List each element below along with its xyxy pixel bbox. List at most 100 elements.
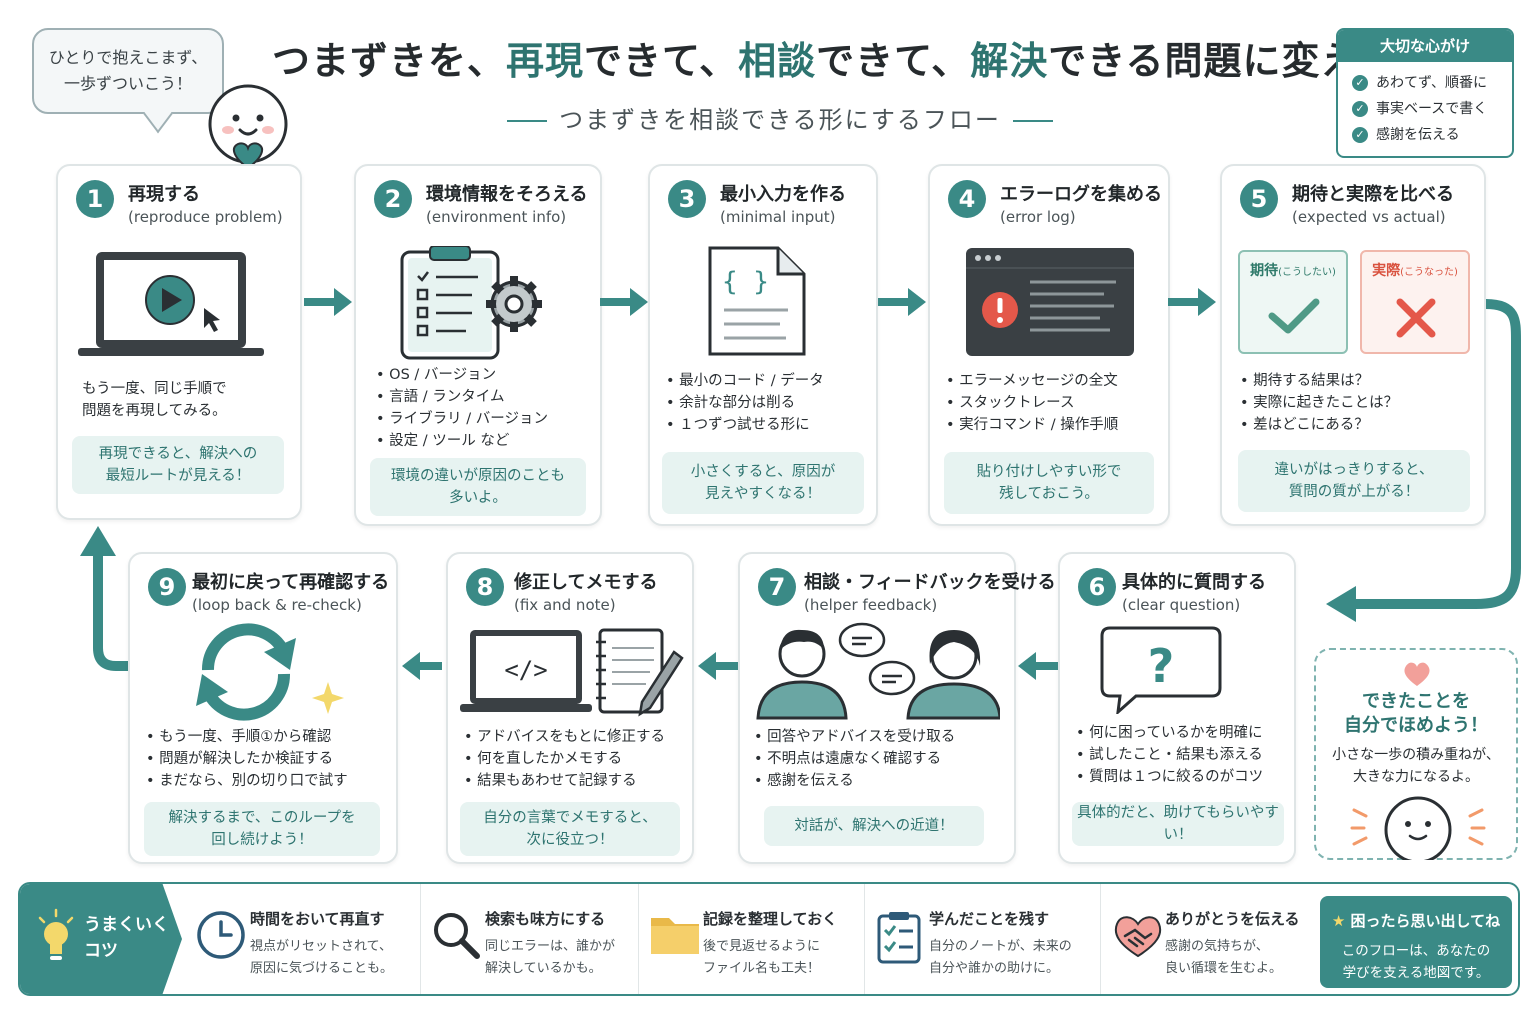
step-title: 最小入力を作る bbox=[720, 184, 846, 205]
tip-body: 感謝の気持ちが、 良い循環を生むよ。 bbox=[1165, 939, 1283, 976]
lightbulb-icon bbox=[38, 908, 74, 960]
step-bullet: 設定 / ツール など bbox=[376, 430, 548, 452]
step-card-6: 6 具体的に質問する (clear question) ? 何に困っているかを明… bbox=[1058, 552, 1296, 864]
bubble-line: ひとりで抱えこまず、 bbox=[48, 48, 208, 67]
step-tip: 対話が、解決への近道！ bbox=[764, 806, 984, 846]
step-number: 9 bbox=[148, 568, 186, 606]
step-tip: 小さくすると、原因が 見えやすくなる！ bbox=[662, 452, 864, 514]
tip-body: 後で見返せるように ファイル名も工夫！ bbox=[703, 939, 821, 976]
step-bullet: 試したこと・結果も添える bbox=[1076, 744, 1263, 766]
mindset-item-label: 感謝を伝える bbox=[1376, 127, 1460, 143]
terminal-error-icon bbox=[966, 248, 1134, 356]
mascot-icon bbox=[208, 84, 288, 170]
step-bullet: 質問は１つに絞るのがコツ bbox=[1076, 766, 1263, 788]
tip-item: 学んだことを残す 自分のノートが、未来の 自分や誰かの助けに。 bbox=[864, 884, 1096, 994]
step-bullet: まだなら、別の切り口で試す bbox=[146, 770, 348, 792]
step-bullet: エラーメッセージの全文 bbox=[946, 370, 1118, 392]
step-number: 2 bbox=[374, 180, 412, 218]
step-subtitle: (clear question) bbox=[1122, 596, 1241, 614]
step-desc: もう一度、同じ手順で bbox=[82, 381, 227, 397]
laptop-code-notebook-icon: </> bbox=[460, 628, 684, 717]
tip-item: 記録を整理しておく 後で見返せるように ファイル名も工夫！ bbox=[638, 884, 860, 994]
code-file-icon: { } bbox=[708, 246, 806, 356]
arrow-right-icon bbox=[600, 288, 648, 316]
step-card-8: 8 修正してメモする (fix and note) </> アドバイスをもとに修… bbox=[446, 552, 694, 864]
step-subtitle: (environment info) bbox=[426, 208, 567, 226]
step-bullet: 結果もあわせて記録する bbox=[464, 770, 665, 792]
page-title: つまずきを、再現できて、相談できて、解決できる問題に変える bbox=[272, 39, 1398, 83]
tip-title: 記録を整理しておく bbox=[703, 910, 838, 928]
smiling-mascot-icon bbox=[1350, 796, 1486, 860]
arrow-right-icon bbox=[304, 288, 352, 316]
step-tip: 具体的だと、助けてもらいやすい！ bbox=[1072, 802, 1284, 846]
check-icon: ✓ bbox=[1352, 75, 1368, 91]
step-tip: 違いがはっきりすると、 質問の質が上がる！ bbox=[1238, 450, 1470, 512]
mindset-item: ✓ あわてず、順番に bbox=[1352, 70, 1512, 96]
connector-arrow-icon bbox=[1326, 299, 1521, 622]
step-title: 修正してメモする bbox=[514, 572, 658, 593]
step-tip: 貼り付けしやすい形で 残しておこう。 bbox=[944, 452, 1154, 514]
step-number: 1 bbox=[76, 180, 114, 218]
question-bubble-icon: ? bbox=[1100, 626, 1222, 714]
check-icon: ✓ bbox=[1352, 127, 1368, 143]
mindset-title: 大切な心がけ bbox=[1338, 30, 1512, 62]
step-card-5: 5 期待と実際を比べる (expected vs actual) 期待(こうした… bbox=[1220, 164, 1486, 526]
cross-mark-icon bbox=[1396, 298, 1436, 338]
tip-body: 視点がリセットされて、 原因に気づけることも。 bbox=[250, 939, 394, 976]
tip-title: ありがとうを伝える bbox=[1165, 910, 1300, 928]
step-bullet: スタックトレース bbox=[946, 392, 1118, 414]
folder-icon bbox=[651, 918, 699, 954]
step-subtitle: (fix and note) bbox=[514, 596, 616, 614]
tips-final-title: ★ 困ったら思い出してね bbox=[1320, 910, 1512, 931]
check-mark-icon bbox=[1268, 298, 1320, 334]
step-card-1: 1 再現する (reproduce problem) もう一度、同じ手順で 問題… bbox=[56, 164, 302, 520]
tip-body: 同じエラーは、誰かが 解決しているかも。 bbox=[485, 939, 616, 976]
step-subtitle: (loop back & re-check) bbox=[192, 596, 362, 614]
step-bullet: 実行コマンド / 操作手順 bbox=[946, 414, 1118, 436]
arrow-left-icon bbox=[1018, 652, 1058, 680]
svg-text:</>: </> bbox=[504, 656, 547, 684]
magnifier-icon bbox=[434, 913, 480, 959]
step-card-3: 3 最小入力を作る (minimal input) { } 最小のコード / デ… bbox=[648, 164, 878, 526]
step-title: 最初に戻って再確認する bbox=[192, 572, 390, 593]
bubble-line: 一歩ずついこう！ bbox=[63, 74, 192, 93]
step-number: 5 bbox=[1240, 180, 1278, 218]
clipboard-icon bbox=[877, 912, 921, 964]
step-tip: 環境の違いが原因のことも 多いよ。 bbox=[370, 458, 586, 516]
step-card-9: 9 最初に戻って再確認する (loop back & re-check) もう一… bbox=[128, 552, 398, 864]
expected-sub: (こうしたい) bbox=[1278, 267, 1336, 278]
step-subtitle: (minimal input) bbox=[720, 208, 836, 226]
step-number: 8 bbox=[466, 568, 504, 606]
tips-label-text: うまくいく コツ bbox=[84, 915, 169, 961]
expected-label: 期待 bbox=[1250, 263, 1279, 279]
arrow-right-icon bbox=[1168, 288, 1216, 316]
step-bullet: 不明点は遠慮なく確認する bbox=[754, 748, 955, 770]
step-number: 4 bbox=[948, 180, 986, 218]
tip-title: 検索も味方にする bbox=[485, 910, 606, 928]
step-tip: 再現できると、解決への 最短ルートが見える！ bbox=[72, 436, 284, 494]
arrow-left-icon bbox=[402, 652, 442, 680]
step-number: 6 bbox=[1078, 568, 1116, 606]
step-bullet: 期待する結果は？ bbox=[1240, 370, 1398, 392]
tip-body: 自分のノートが、未来の 自分や誰かの助けに。 bbox=[929, 939, 1072, 976]
arrow-left-icon bbox=[698, 652, 738, 680]
mindset-item-label: あわてず、順番に bbox=[1376, 75, 1488, 91]
step-title: 相談・フィードバックを受ける bbox=[804, 572, 1056, 593]
loop-back-arrow-icon bbox=[80, 526, 128, 671]
mindset-item: ✓ 感謝を伝える bbox=[1352, 122, 1512, 148]
step-card-2: 2 環境情報をそろえる (environment info) OS / バージョ… bbox=[354, 164, 602, 526]
step-number: 3 bbox=[668, 180, 706, 218]
mindset-item: ✓事実ベースで書く bbox=[1352, 96, 1512, 122]
step-subtitle: (expected vs actual) bbox=[1292, 208, 1446, 226]
clipboard-gear-icon bbox=[400, 246, 542, 360]
tips-final-title-text: 困ったら思い出してね bbox=[1350, 912, 1501, 930]
handshake-heart-icon bbox=[1114, 916, 1162, 958]
step-title: 具体的に質問する bbox=[1122, 572, 1266, 593]
step-bullet: アドバイスをもとに修正する bbox=[464, 726, 665, 748]
clock-icon bbox=[197, 911, 245, 959]
svg-text:?: ? bbox=[1148, 639, 1175, 693]
step-subtitle: (error log) bbox=[1000, 208, 1076, 226]
tips-label: うまくいく コツ bbox=[20, 884, 182, 994]
conversation-people-icon bbox=[756, 622, 1000, 720]
tip-title: 時間をおいて再直す bbox=[250, 910, 385, 928]
